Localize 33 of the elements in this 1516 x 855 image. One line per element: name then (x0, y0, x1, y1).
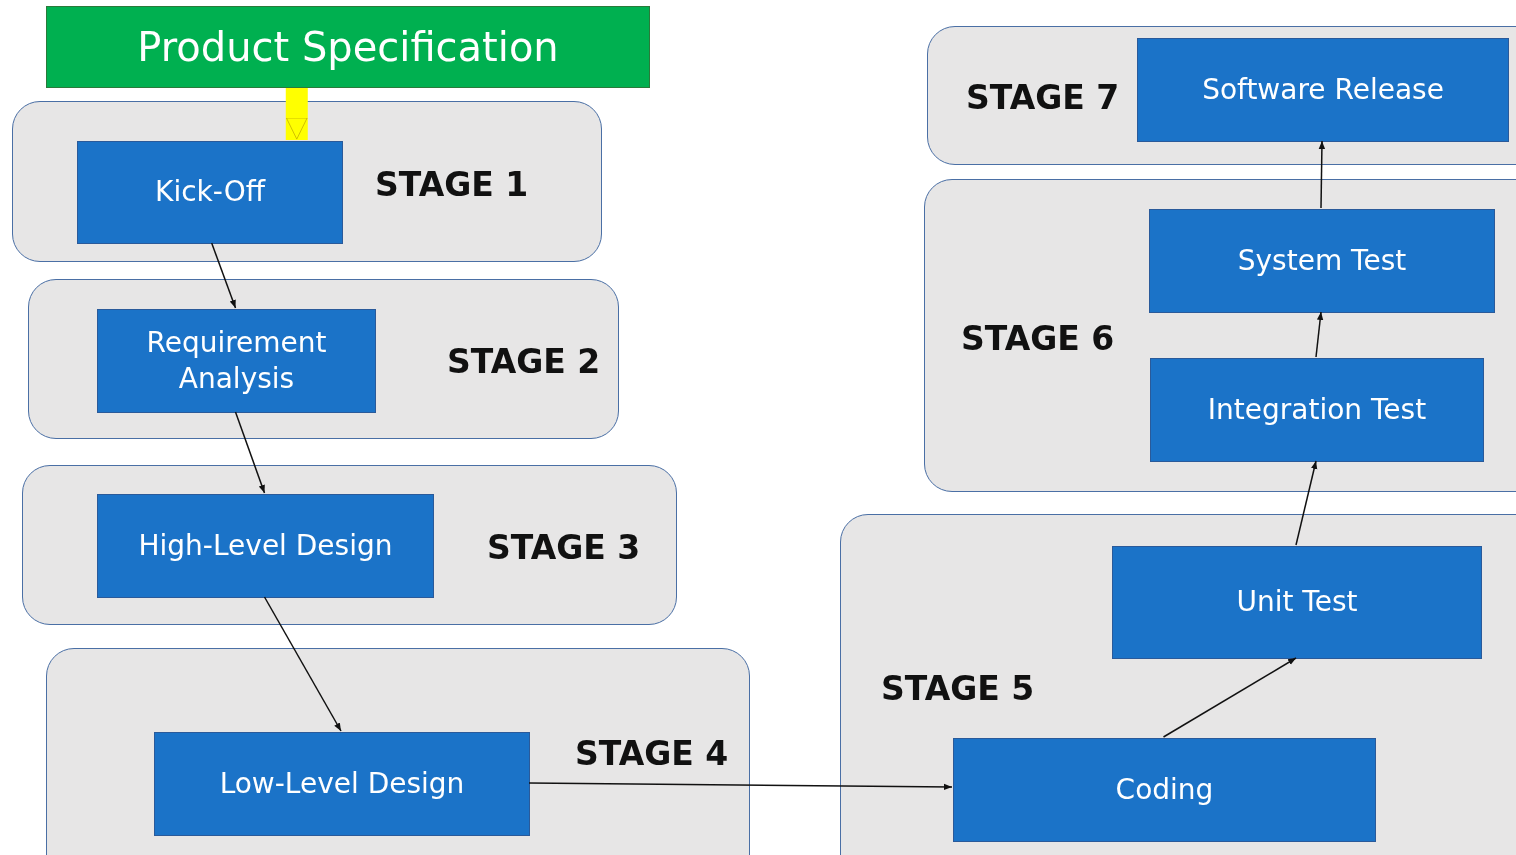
arrow (263, 596, 342, 732)
stage-label: STAGE 6 (961, 318, 1115, 358)
process-box: Low-Level Design (154, 732, 530, 836)
stage-label: STAGE 7 (966, 77, 1120, 117)
process-box: Integration Test (1150, 358, 1484, 462)
stage-panel (12, 101, 602, 262)
process-box: Requirement Analysis (97, 309, 376, 413)
block-arrow (285, 88, 308, 140)
stage-panel (927, 26, 1516, 165)
stage-panel (924, 179, 1516, 492)
arrow (210, 242, 237, 309)
stage-panel (46, 648, 750, 855)
process-box: System Test (1149, 209, 1495, 313)
arrow (1162, 657, 1297, 738)
process-box: Kick-Off (77, 141, 343, 244)
process-box: Software Release (1137, 38, 1509, 142)
stage-panel (28, 279, 619, 439)
arrow (528, 782, 953, 791)
arrow (1295, 460, 1318, 546)
stage-label: STAGE 5 (881, 668, 1035, 708)
arrow (234, 411, 266, 494)
stage-label: STAGE 3 (487, 527, 641, 567)
arrow (1318, 140, 1326, 209)
title-box: Product Specification (46, 6, 650, 88)
stage-label: STAGE 2 (447, 341, 601, 381)
process-box: Coding (953, 738, 1376, 842)
stage-label: STAGE 4 (575, 733, 729, 773)
process-box: High-Level Design (97, 494, 434, 598)
stage-panel (840, 514, 1516, 855)
arrow (1315, 311, 1324, 358)
stage-label: STAGE 1 (375, 164, 529, 204)
stage-panel (22, 465, 677, 625)
process-box: Unit Test (1112, 546, 1482, 659)
